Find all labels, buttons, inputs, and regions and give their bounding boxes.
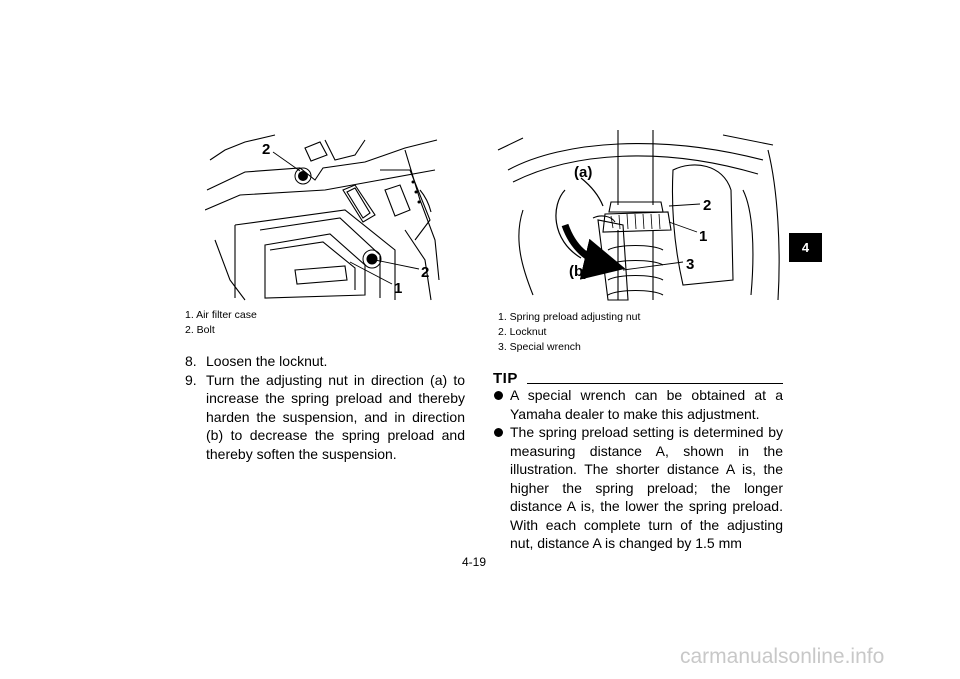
caption-item: 2. Locknut xyxy=(498,326,547,338)
step-text: Loosen the locknut. xyxy=(206,353,328,369)
direction-a-label: (a) xyxy=(574,164,592,181)
left-callout-2-top: 2 xyxy=(262,141,270,158)
chapter-tab: 4 xyxy=(789,233,822,262)
direction-b-label: (b) xyxy=(569,263,588,280)
tip-item: The spring preload setting is determined… xyxy=(493,423,783,553)
left-figure-caption: 1. Air filter case 2. Bolt xyxy=(185,308,257,338)
spring-preload-illustration: (a) (b) 2 1 3 xyxy=(497,130,780,301)
tip-list: A special wrench can be obtained at a Ya… xyxy=(493,386,783,553)
tip-text: The spring preload setting is determined… xyxy=(510,424,783,551)
caption-item: 1. Air filter case xyxy=(185,309,257,321)
tip-rule xyxy=(527,383,783,384)
right-callout-1: 1 xyxy=(699,228,707,245)
page-number: 4-19 xyxy=(462,555,487,569)
step-text: Turn the adjusting nut in direction (a) … xyxy=(206,371,465,462)
caption-item: 2. Bolt xyxy=(185,324,215,336)
right-callout-3: 3 xyxy=(686,256,694,273)
step-number: 9. xyxy=(185,371,197,388)
bullet-icon xyxy=(494,391,503,400)
bullet-icon xyxy=(494,428,503,437)
tip-label: TIP xyxy=(493,370,518,387)
left-callout-1: 1 xyxy=(394,280,402,297)
tip-heading: TIP xyxy=(493,370,783,387)
tip-item: A special wrench can be obtained at a Ya… xyxy=(493,386,783,423)
caption-item: 1. Spring preload adjusting nut xyxy=(498,311,641,323)
step-item: 8. Loosen the locknut. xyxy=(185,352,465,371)
air-filter-illustration: 2 2 1 xyxy=(205,134,440,301)
right-callout-2: 2 xyxy=(703,197,711,214)
step-number: 8. xyxy=(185,353,197,369)
step-list: 8. Loosen the locknut. 9. Turn the adjus… xyxy=(185,352,465,463)
step-item: 9. Turn the adjusting nut in direction (… xyxy=(185,371,465,464)
right-figure-caption: 1. Spring preload adjusting nut 2. Lockn… xyxy=(498,310,640,355)
left-callout-2-bottom: 2 xyxy=(421,264,429,281)
caption-item: 3. Special wrench xyxy=(498,341,581,353)
watermark: carmanualsonline.info xyxy=(680,645,885,668)
tip-text: A special wrench can be obtained at a Ya… xyxy=(510,387,783,422)
